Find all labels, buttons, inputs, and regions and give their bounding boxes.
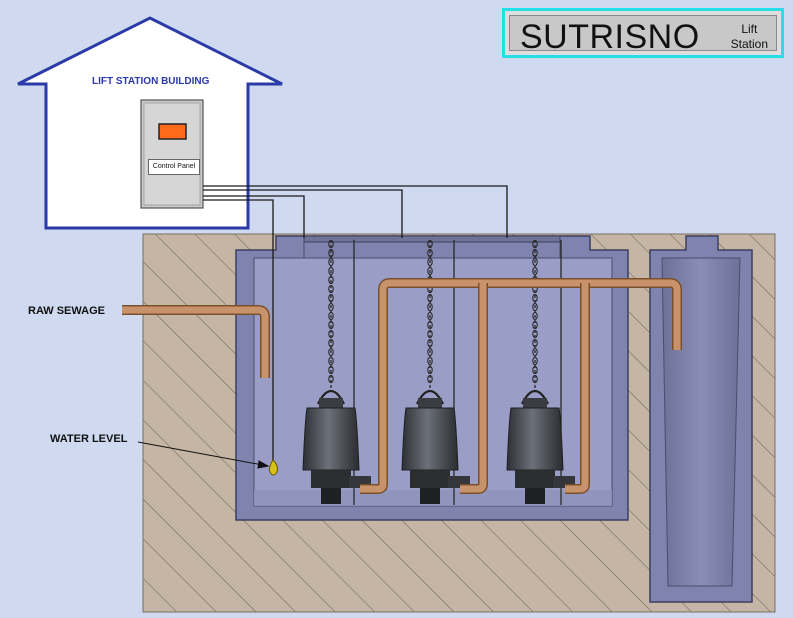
control-panel	[140, 99, 204, 209]
chain-link	[427, 338, 433, 348]
control-cables	[203, 185, 508, 470]
water-level-label: WATER LEVEL	[50, 433, 128, 445]
float-switch	[268, 459, 278, 476]
title-inner-panel: SUTRISNO Lift Station	[509, 15, 777, 56]
station-type-line2: Station	[730, 37, 768, 51]
chain-link	[328, 248, 334, 258]
chain-link	[427, 320, 433, 330]
chain-link	[532, 347, 538, 357]
chain-link	[532, 320, 538, 330]
chain-link	[427, 248, 433, 258]
station-type: Lift Station	[731, 22, 768, 52]
label-leader-lines	[137, 441, 270, 469]
station-type-line1: Lift	[741, 22, 758, 36]
chain-link	[532, 374, 538, 384]
chain-link	[427, 311, 433, 321]
chain-link	[532, 266, 538, 276]
pump-3	[506, 389, 575, 504]
chain-link	[532, 356, 538, 366]
chain-link	[427, 329, 433, 339]
chain-link	[328, 284, 334, 294]
chain-link	[328, 266, 334, 276]
chain-link	[328, 302, 334, 312]
chain-link	[427, 293, 433, 303]
chain-link	[427, 302, 433, 312]
chain-link	[328, 257, 334, 267]
chain-link	[532, 248, 538, 258]
station-name: SUTRISNO	[520, 18, 700, 56]
chain-link	[427, 239, 433, 249]
chain-link	[328, 374, 334, 384]
chain-link	[427, 266, 433, 276]
chain-link	[328, 311, 334, 321]
chain-link	[427, 257, 433, 267]
control-panel-label: Control Panel	[148, 159, 200, 175]
chain-link	[328, 365, 334, 375]
building-label: LIFT STATION BUILDING	[92, 76, 210, 87]
chain-link	[532, 311, 538, 321]
chain-link	[328, 275, 334, 285]
chain-link	[328, 329, 334, 339]
pump-2	[401, 389, 470, 504]
chain-link	[427, 365, 433, 375]
chain-link	[532, 365, 538, 375]
chain-link	[328, 356, 334, 366]
chain-link	[532, 302, 538, 312]
chain-links	[328, 239, 538, 384]
chain-link	[427, 347, 433, 357]
chain-link	[328, 347, 334, 357]
chain-link	[328, 293, 334, 303]
chain-link	[532, 257, 538, 267]
chain-link	[328, 338, 334, 348]
discharge-piping	[360, 278, 682, 494]
pump-1	[302, 389, 371, 504]
valve-chamber	[649, 235, 753, 603]
title-box: SUTRISNO Lift Station	[502, 8, 784, 58]
status-indicator-light	[158, 123, 187, 140]
chain-link	[427, 356, 433, 366]
raw-sewage-inlet-pipe	[122, 305, 270, 378]
raw-sewage-label: RAW SEWAGE	[28, 305, 106, 317]
chain-link	[532, 329, 538, 339]
chain-link	[328, 320, 334, 330]
chain-link	[328, 239, 334, 249]
chain-link	[532, 338, 538, 348]
chain-link	[532, 293, 538, 303]
chain-link	[532, 239, 538, 249]
chain-link	[427, 374, 433, 384]
